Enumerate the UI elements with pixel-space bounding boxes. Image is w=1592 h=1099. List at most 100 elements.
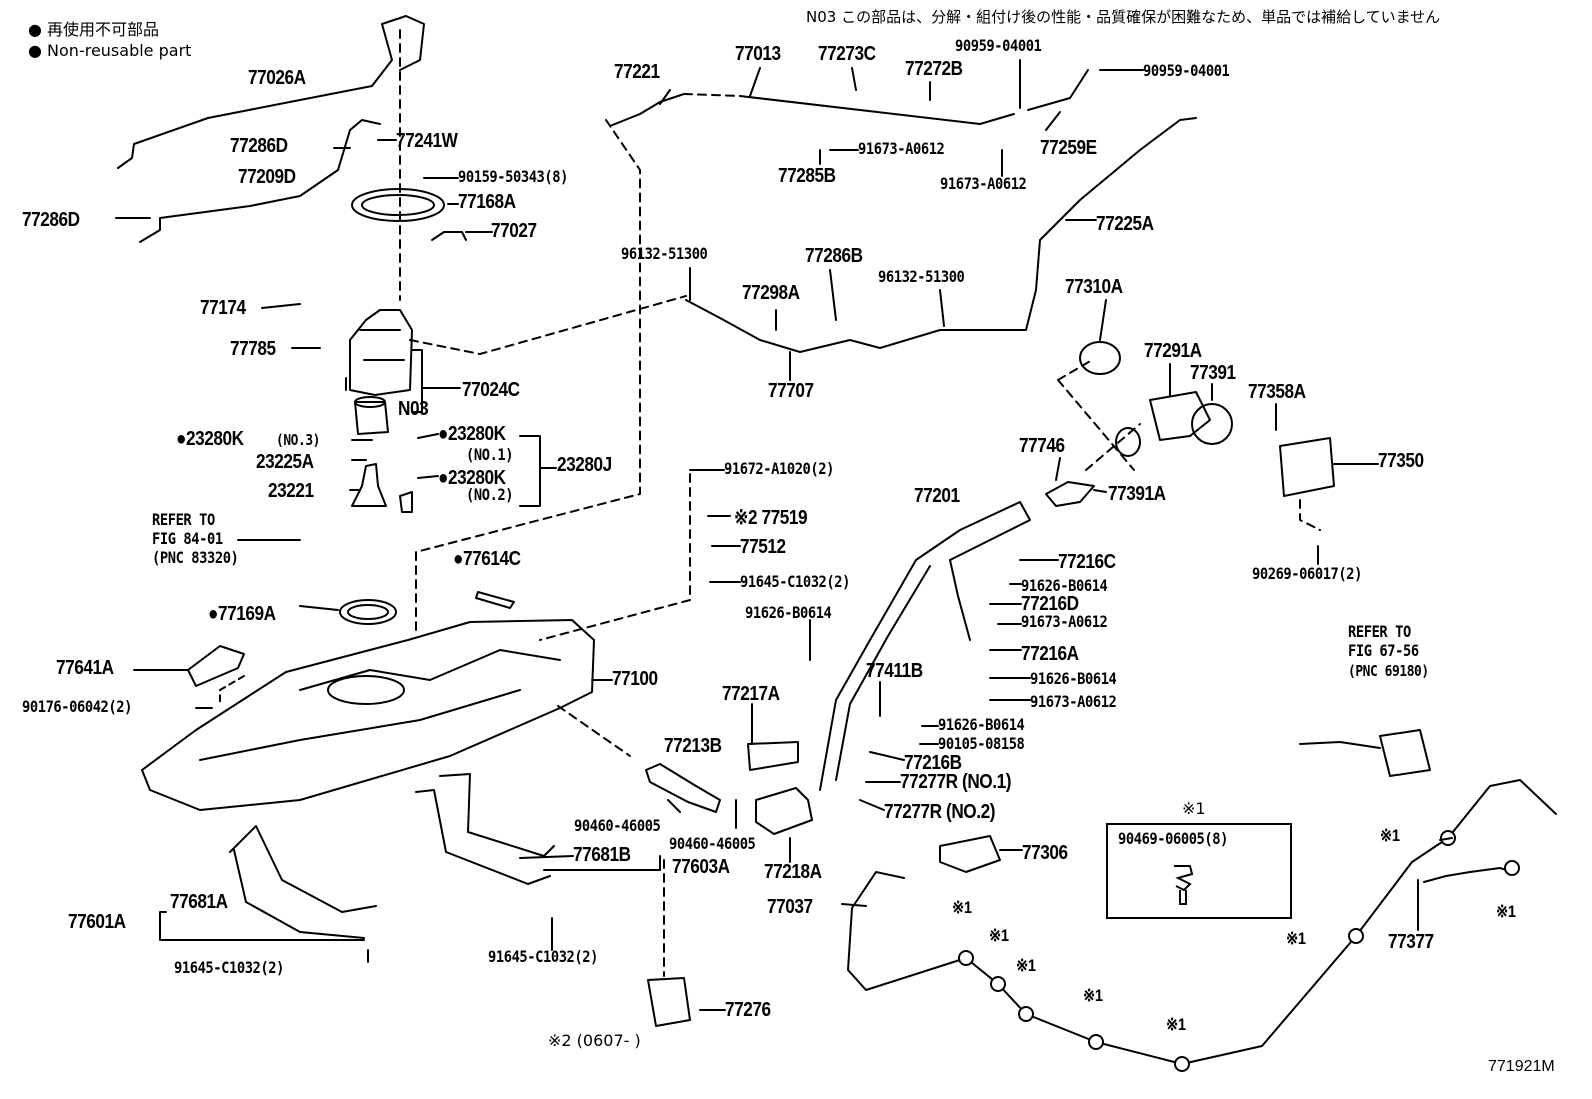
part-label-refer-67: REFER TO bbox=[1348, 622, 1411, 641]
harness-77026a bbox=[117, 15, 425, 169]
part-label-91645-c1032-c: 91645-C1032(2) bbox=[174, 958, 284, 977]
strap-77681b bbox=[439, 773, 555, 857]
clip-77027 bbox=[431, 231, 467, 241]
part-label-91645-c1032-a: 91645-C1032(2) bbox=[740, 572, 850, 591]
door-77350 bbox=[1279, 437, 1335, 497]
part-label-91626-b0614-d: 91626-B0614 bbox=[938, 715, 1025, 734]
part-label-refer-84: REFER TO bbox=[152, 510, 215, 529]
part-label-77168a: 77168A bbox=[458, 191, 516, 213]
part-label-77213b: 77213B bbox=[664, 735, 722, 757]
part-label-77218a: 77218A bbox=[764, 861, 822, 883]
filler-pipe-77201 bbox=[819, 501, 1031, 791]
part-label-77519: ※2 77519 bbox=[734, 507, 808, 529]
filter-n03 bbox=[354, 401, 389, 435]
strap-77603a bbox=[415, 789, 551, 885]
part-label-23280k-no3-sub: (NO.3) bbox=[276, 431, 321, 449]
part-label-91626-b0614-c: 91626-B0614 bbox=[1030, 669, 1117, 688]
part-label-77286d-top: 77286D bbox=[230, 135, 288, 157]
part-label-90159-50343: 90159-50343(8) bbox=[458, 167, 568, 186]
part-label-77100: 77100 bbox=[612, 668, 658, 690]
note-n03: N03 この部品は、分解・組付け後の性能・品質確保が困難なため、単品では補給して… bbox=[806, 8, 1441, 26]
part-label-77221: 77221 bbox=[614, 61, 660, 83]
ring-77168a bbox=[351, 188, 445, 222]
part-label-77641a: 77641A bbox=[56, 657, 114, 679]
part-label-77272b: 77272B bbox=[905, 58, 963, 80]
part-label-91626-b0614-b: 91626-B0614 bbox=[745, 603, 832, 622]
tube-77707 bbox=[685, 299, 941, 353]
part-label-91673-a0612-d: 91673-A0612 bbox=[1030, 692, 1117, 711]
part-label-77027: 77027 bbox=[491, 220, 537, 242]
part-label-x1-e: ※1 bbox=[989, 926, 1009, 945]
part-label-77201: 77201 bbox=[914, 485, 960, 507]
part-label-n03: N03 bbox=[398, 398, 429, 420]
part-label-77216a: 77216A bbox=[1021, 643, 1079, 665]
part-label-77024c: 77024C bbox=[462, 379, 520, 401]
part-label-x1-h: ※1 bbox=[1166, 1015, 1186, 1034]
part-label-91672-a1020: 91672-A1020(2) bbox=[724, 459, 834, 478]
tube-77225a bbox=[939, 117, 1197, 331]
part-label-77169a: ●77169A bbox=[208, 603, 276, 625]
tube-77013 bbox=[739, 95, 1015, 125]
part-label-77013: 77013 bbox=[735, 43, 781, 65]
part-label-77614c: ●77614C bbox=[453, 548, 521, 570]
part-label-77286b: 77286B bbox=[805, 245, 863, 267]
part-label-23225a: 23225A bbox=[256, 451, 314, 473]
part-label-77681b: 77681B bbox=[573, 844, 631, 866]
lever-77377 bbox=[1423, 867, 1513, 883]
cap-77310a bbox=[1079, 341, 1121, 375]
part-label-91626-b0614-a: 91626-B0614 bbox=[1021, 576, 1108, 595]
clamp-77746 bbox=[1045, 481, 1095, 507]
opener-77306 bbox=[939, 835, 1001, 873]
part-label-90176-06042: 90176-06042(2) bbox=[22, 697, 132, 716]
tube-77221 bbox=[609, 93, 685, 127]
part-label-91645-c1032-b: 91645-C1032(2) bbox=[488, 947, 598, 966]
part-label-77209d: 77209D bbox=[238, 166, 296, 188]
part-label-77512: 77512 bbox=[740, 536, 786, 558]
part-label-77216b: 77216B bbox=[904, 752, 962, 774]
part-label-77377: 77377 bbox=[1388, 931, 1434, 953]
part-label-77037: 77037 bbox=[767, 896, 813, 918]
part-label-refer-67-pnc: (PNC 69180) bbox=[1348, 662, 1429, 680]
part-label-refer-84-fig: FIG 84-01 bbox=[152, 529, 223, 548]
module-fig67 bbox=[1379, 729, 1431, 777]
filler-neck-77291a bbox=[1149, 391, 1211, 441]
part-label-77391a: 77391A bbox=[1108, 483, 1166, 505]
bracket-77641a bbox=[187, 645, 245, 687]
part-label-x1-d: ※1 bbox=[952, 898, 972, 917]
part-label-90105-08158: 90105-08158 bbox=[938, 734, 1025, 753]
part-label-23280k-no2: ●23280K bbox=[438, 467, 506, 489]
part-label-77358a: 77358A bbox=[1248, 381, 1306, 403]
opening-77169a bbox=[339, 599, 397, 625]
part-label-90959-04001-a: 90959-04001 bbox=[955, 36, 1042, 55]
part-label-77277r-no2: 77277R (NO.2) bbox=[884, 801, 996, 823]
legend-non-reusable-en: ● Non-reusable part bbox=[28, 41, 192, 60]
part-label-77174: 77174 bbox=[200, 297, 246, 319]
callout-box bbox=[1106, 823, 1292, 919]
part-label-x1-b: ※1 bbox=[1496, 902, 1516, 921]
strap-77601a bbox=[233, 849, 365, 939]
part-label-91673-a0612-b: 91673-A0612 bbox=[940, 174, 1027, 193]
part-label-23280j: 23280J bbox=[557, 454, 612, 476]
callout-part-label: 90469-06005(8) bbox=[1118, 829, 1228, 848]
fuel-tank-77100 bbox=[141, 619, 595, 811]
clip-fastener-icon bbox=[1174, 865, 1194, 905]
callout-marker: ※1 bbox=[1182, 799, 1206, 818]
part-label-23280k-no1: ●23280K bbox=[438, 423, 506, 445]
part-label-23280k-no3: ●23280K bbox=[176, 428, 244, 450]
note-x2: ※2 (0607- ) bbox=[548, 1031, 641, 1050]
part-label-77241w: 77241W bbox=[396, 130, 458, 152]
part-label-77286d-left: 77286D bbox=[22, 209, 80, 231]
part-label-90269-06017: 90269-06017(2) bbox=[1252, 564, 1362, 583]
part-label-77746: 77746 bbox=[1019, 435, 1065, 457]
hose-77218a bbox=[755, 787, 813, 835]
part-label-77707: 77707 bbox=[768, 380, 814, 402]
part-label-91673-a0612-c: 91673-A0612 bbox=[1021, 612, 1108, 631]
part-label-77216c: 77216C bbox=[1058, 551, 1116, 573]
part-label-77277r-no1: 77277R (NO.1) bbox=[900, 771, 1012, 793]
part-label-90460-46005-a: 90460-46005 bbox=[574, 816, 661, 835]
bracket-77217a bbox=[747, 741, 799, 771]
part-label-77216d: 77216D bbox=[1021, 593, 1079, 615]
part-label-90959-04001-b: 90959-04001 bbox=[1143, 61, 1230, 80]
diagram-id: 771921M bbox=[1488, 1058, 1555, 1075]
